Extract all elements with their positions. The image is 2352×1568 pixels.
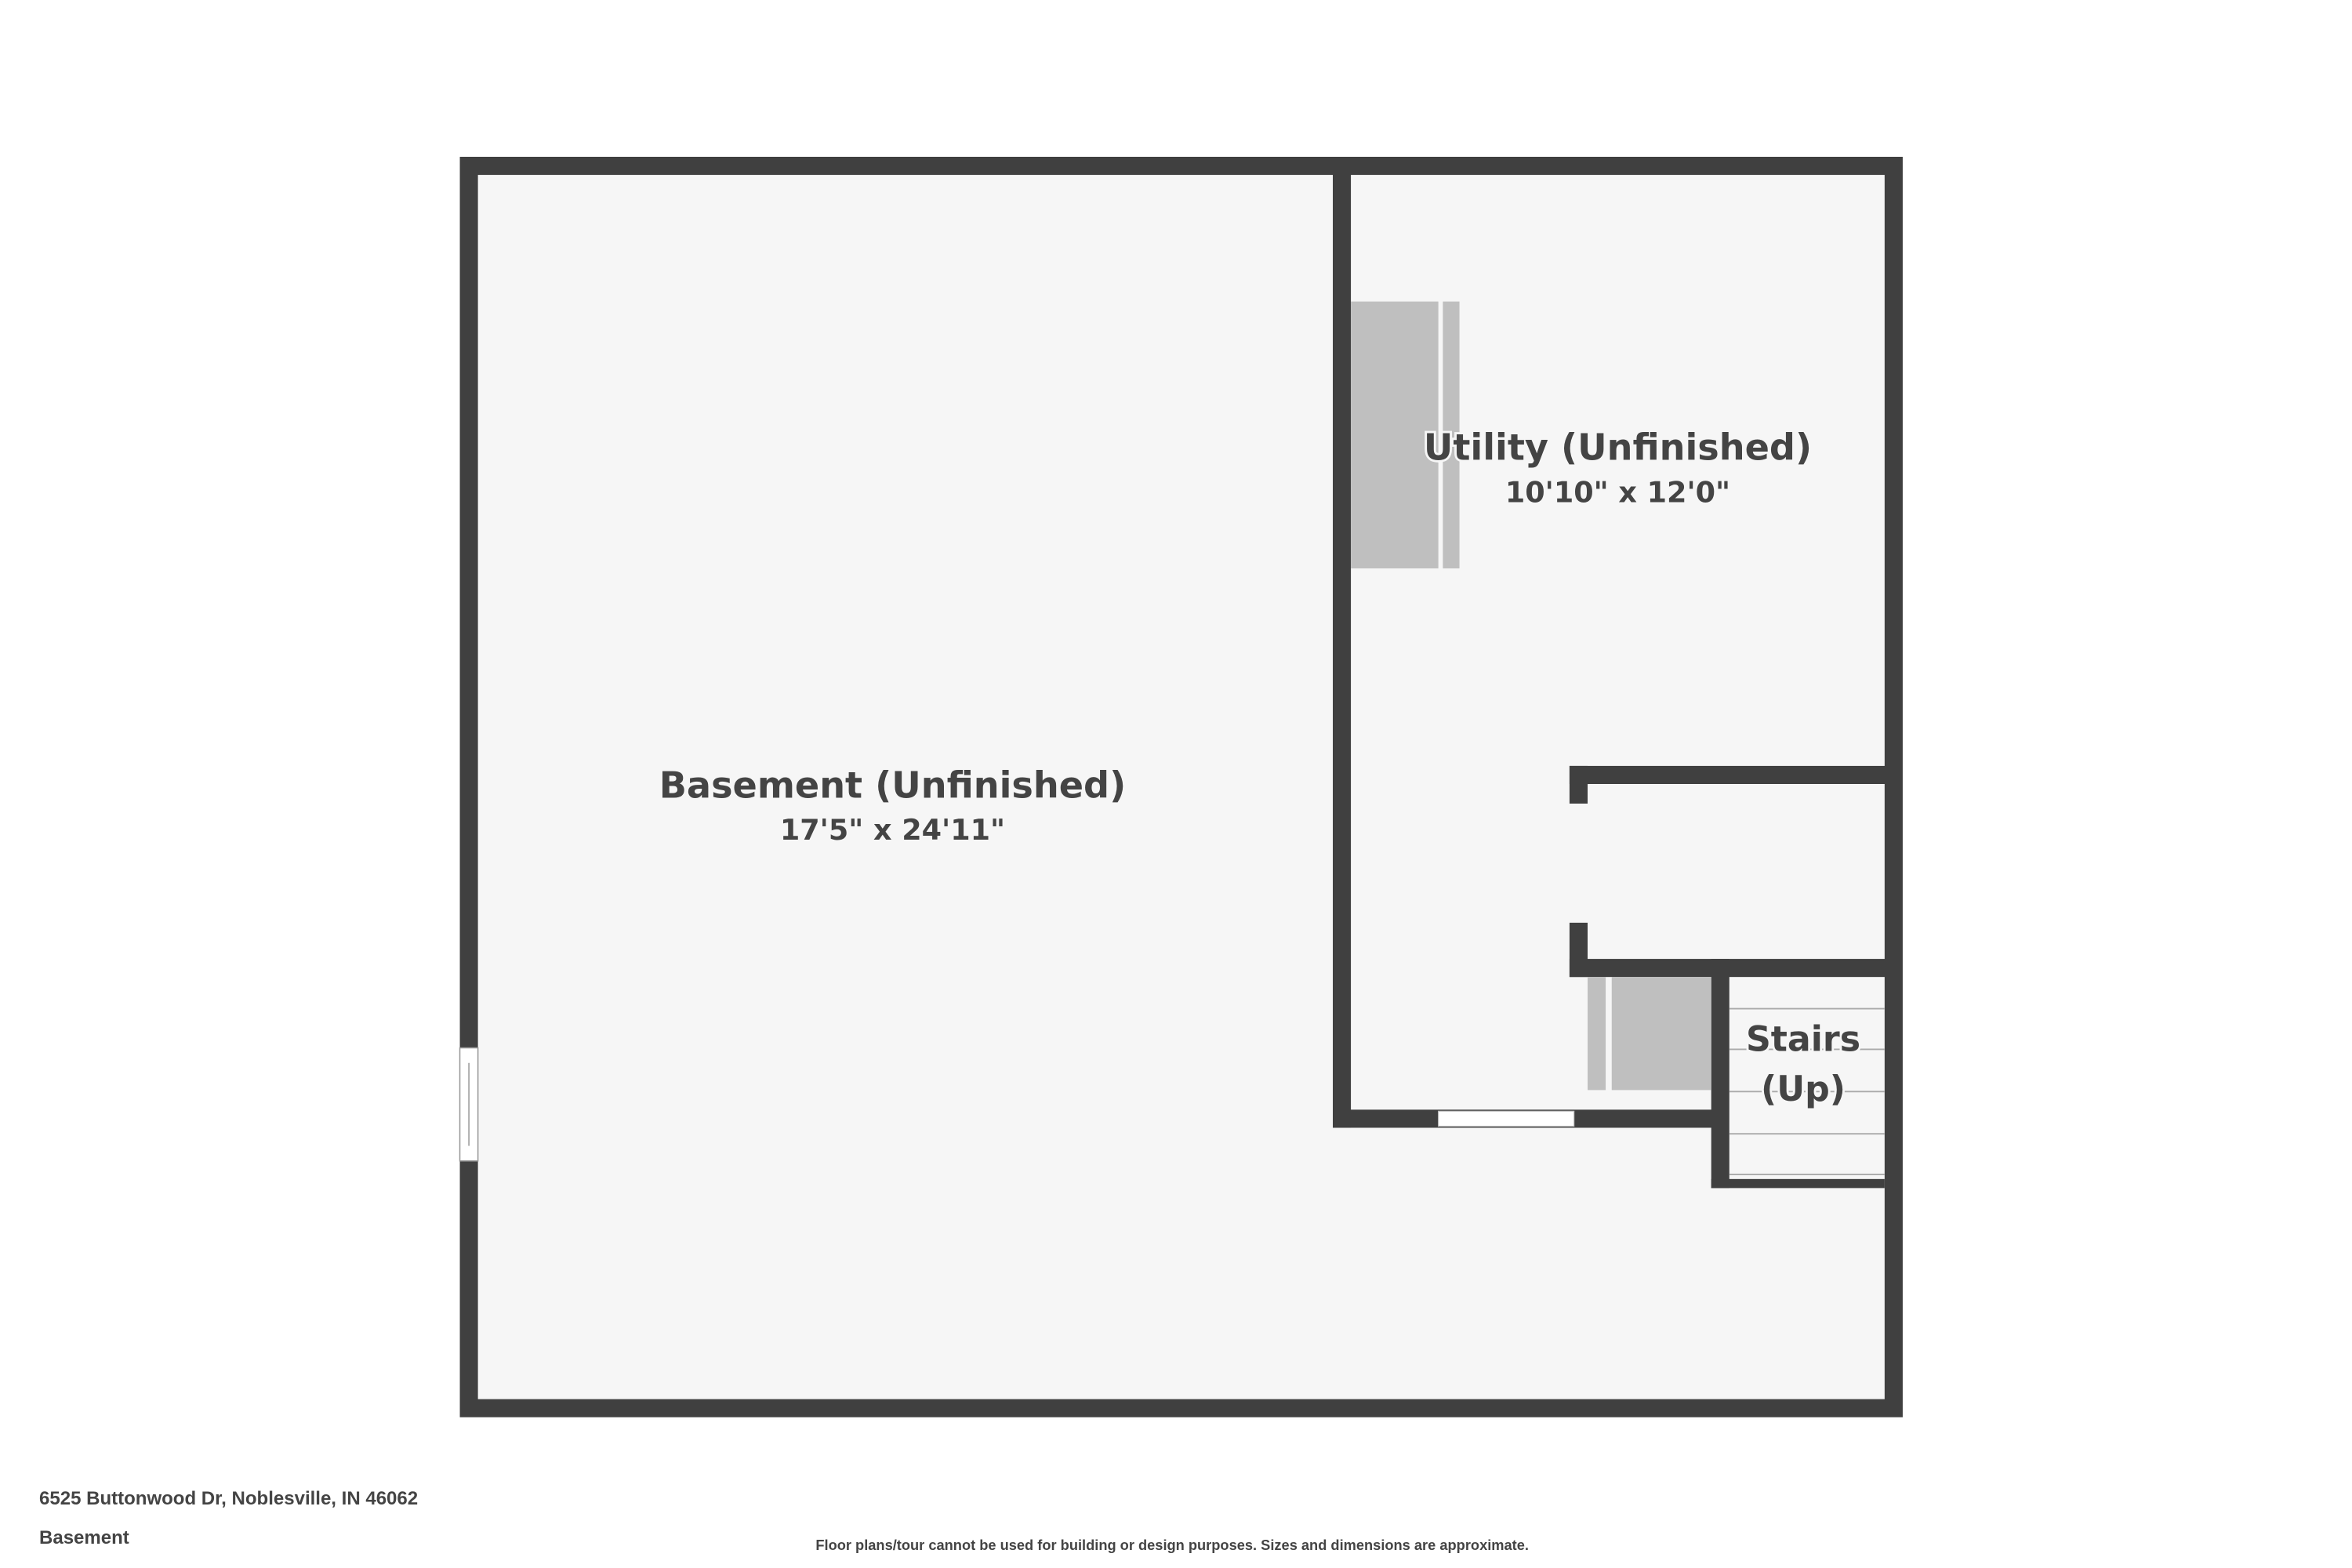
utility-fixture-strip	[1443, 301, 1460, 568]
closet-wall-stub	[1569, 922, 1588, 978]
room-dims-utility: 10'10" x 12'0"	[1505, 475, 1730, 509]
closet-wall-top	[1569, 765, 1894, 784]
stair-treads	[1729, 1007, 1885, 1176]
doorway[interactable]	[1438, 1110, 1575, 1127]
room-name-basement: Basement (Unfinished)	[659, 764, 1126, 806]
closet-wall-stub	[1569, 765, 1588, 804]
room-name-stairs-direction: (Up)	[1761, 1069, 1846, 1109]
disclaimer: Floor plans/tour cannot be used for buil…	[815, 1537, 1529, 1553]
room-name-utility: Utility (Unfinished)	[1424, 426, 1812, 469]
fixture	[1611, 977, 1711, 1091]
floor-area	[477, 175, 1885, 1399]
utility-wall	[1333, 157, 1352, 1128]
stairs-bottom-wall	[1711, 1178, 1885, 1189]
room-name-stairs: Stairs	[1746, 1019, 1860, 1059]
fixture-strip	[1588, 977, 1606, 1091]
utility-fixture	[1351, 301, 1439, 568]
floor-name: Basement	[39, 1527, 129, 1548]
stairs-wall	[1711, 959, 1730, 1189]
address: 6525 Buttonwood Dr, Noblesville, IN 4606…	[39, 1488, 418, 1509]
room-dims-basement: 17'5" x 24'11"	[780, 813, 1005, 847]
closet-wall-bottom	[1569, 959, 1894, 978]
